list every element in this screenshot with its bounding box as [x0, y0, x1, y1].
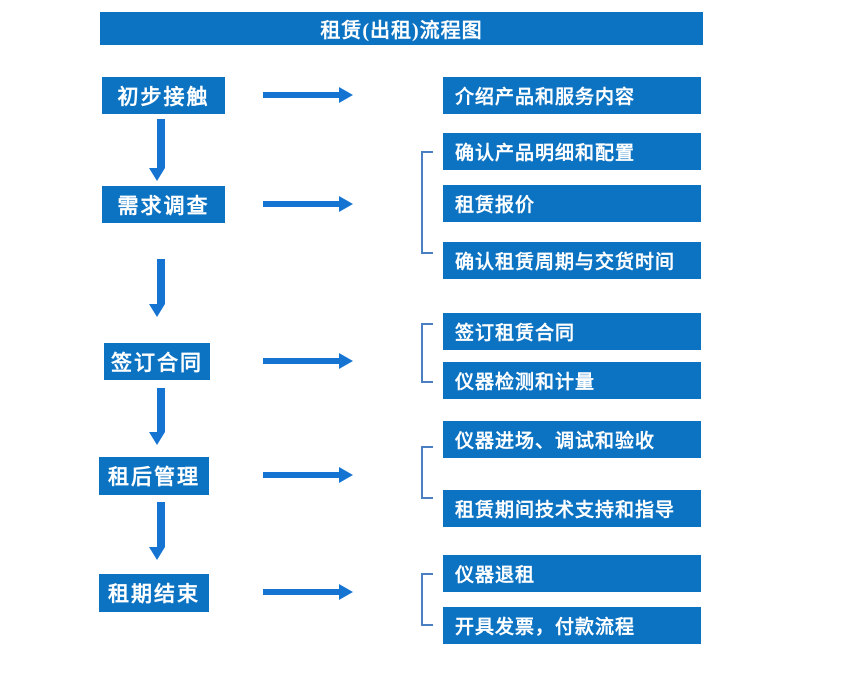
group-bracket-sign-contract — [421, 323, 433, 383]
arrow-down-icon-2 — [149, 259, 165, 317]
stage-box-demand-survey: 需求调查 — [102, 186, 225, 223]
group-bracket-post-rental — [421, 446, 433, 499]
flowchart-title: 租赁(出租)流程图 — [100, 12, 703, 45]
detail-box-invoice-payment: 开具发票，付款流程 — [443, 607, 701, 644]
detail-box-sign-rental-contract: 签订租赁合同 — [443, 313, 701, 350]
arrow-down-icon-4 — [149, 502, 165, 560]
detail-box-instrument-setup-acceptance: 仪器进场、调试和验收 — [443, 421, 701, 458]
arrow-right-icon-4 — [263, 467, 353, 483]
detail-box-confirm-period-delivery: 确认租赁周期与交货时间 — [443, 242, 701, 279]
group-bracket-rental-end — [421, 573, 433, 626]
group-bracket-demand-survey — [421, 151, 433, 254]
detail-box-introduce-products: 介绍产品和服务内容 — [443, 77, 701, 114]
arrow-right-icon-5 — [263, 584, 353, 600]
stage-box-initial-contact: 初步接触 — [102, 77, 225, 114]
arrow-right-icon-3 — [263, 353, 353, 369]
detail-box-instrument-testing: 仪器检测和计量 — [443, 362, 701, 399]
arrow-down-icon-1 — [149, 119, 165, 181]
arrow-right-icon-1 — [263, 87, 353, 103]
stage-box-rental-end: 租期结束 — [99, 574, 209, 612]
arrow-right-icon-2 — [263, 196, 353, 212]
stage-box-sign-contract: 签订合同 — [104, 343, 210, 380]
detail-box-technical-support: 租赁期间技术支持和指导 — [443, 490, 701, 527]
arrow-down-icon-3 — [149, 388, 165, 445]
detail-box-confirm-product-config: 确认产品明细和配置 — [443, 133, 701, 170]
stage-box-post-rental-management: 租后管理 — [99, 457, 209, 495]
detail-box-instrument-return: 仪器退租 — [443, 555, 701, 592]
detail-box-rental-quote: 租赁报价 — [443, 185, 701, 222]
